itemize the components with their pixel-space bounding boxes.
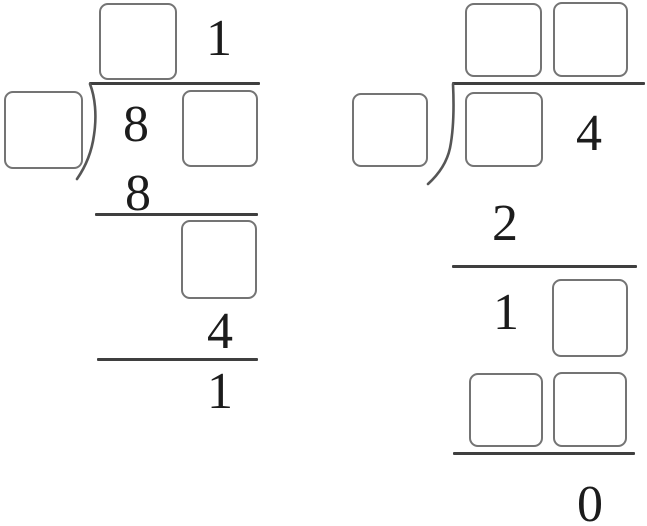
left-bring-down-answer-box[interactable]	[181, 220, 257, 299]
right-dividend-ones-digit: 4	[576, 105, 602, 162]
left-dividend-tens-digit: 8	[123, 96, 149, 153]
right-subtraction-line-1	[452, 265, 637, 268]
right-second-subtrahend-ones-answer-box[interactable]	[553, 372, 627, 447]
right-divisor-answer-box[interactable]	[352, 93, 428, 167]
right-remainder-digit: 0	[577, 476, 603, 526]
right-bring-down-answer-box[interactable]	[552, 279, 628, 357]
left-subtrahend-digit: 8	[125, 165, 151, 222]
left-second-subtrahend-digit: 4	[207, 303, 233, 360]
left-subtraction-line-2	[97, 358, 258, 361]
left-dividend-ones-answer-box[interactable]	[182, 90, 258, 167]
left-division-bracket	[75, 82, 97, 181]
left-subtraction-line-1	[95, 213, 258, 216]
left-divisor-answer-box[interactable]	[4, 91, 83, 169]
right-subtrahend-digit: 2	[492, 195, 518, 252]
left-quotient-tens-answer-box[interactable]	[99, 3, 177, 80]
left-vinculum	[89, 82, 260, 85]
right-difference-tens-digit: 1	[493, 284, 519, 341]
right-vinculum	[452, 82, 645, 85]
left-quotient-ones-digit: 1	[206, 10, 232, 67]
right-division-bracket	[426, 82, 455, 186]
left-remainder-digit: 1	[207, 363, 233, 420]
right-quotient-ones-answer-box[interactable]	[553, 2, 628, 77]
right-subtraction-line-2	[453, 452, 635, 455]
right-second-subtrahend-tens-answer-box[interactable]	[469, 373, 543, 447]
right-dividend-tens-answer-box[interactable]	[465, 92, 543, 167]
right-quotient-tens-answer-box[interactable]	[465, 3, 542, 77]
